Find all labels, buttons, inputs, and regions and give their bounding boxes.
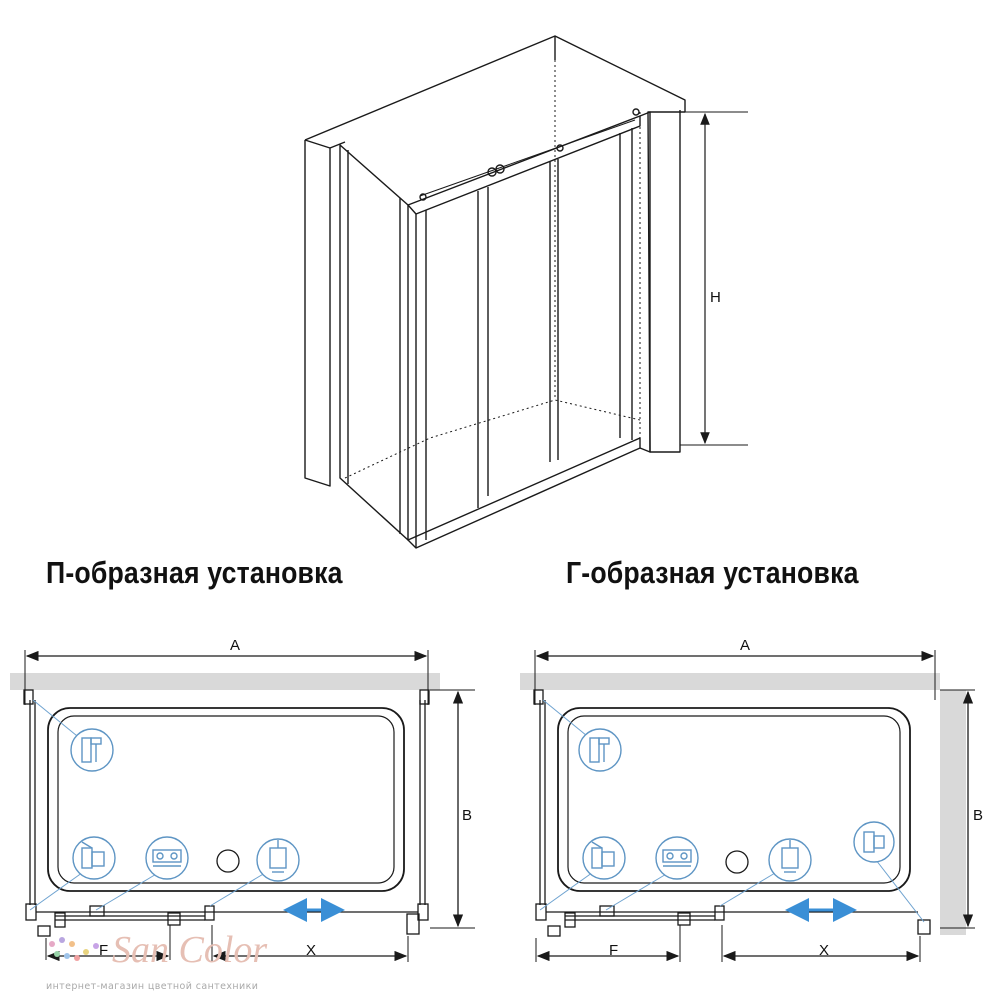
u-fixed-label: F [99, 942, 108, 959]
glass-clamp-icon [72, 836, 116, 880]
wall-profile-icon [578, 728, 622, 772]
height-label: H [710, 289, 721, 306]
u-tray-outer [47, 707, 405, 892]
l-fixed-label: F [609, 942, 618, 959]
caption-l-shape: Г-образная установка [566, 555, 859, 590]
back-wall [304, 35, 686, 453]
brand-logo-dots [49, 937, 99, 961]
l-depth-label: B [973, 807, 983, 824]
watermark-brand: San Color [112, 929, 268, 971]
roller-carriage-icon [655, 836, 699, 880]
u-corner-bracket-tl [23, 689, 34, 705]
l-opening-label: X [819, 942, 829, 959]
u-wall [10, 673, 440, 690]
u-plan [10, 650, 475, 962]
wall-profile-icon [70, 728, 114, 772]
watermark-subtitle: интернет-магазин цветной сантехники [46, 981, 259, 992]
l-width-label: A [740, 637, 750, 654]
l-plan [520, 650, 975, 962]
roller-carriage-icon [419, 108, 640, 201]
u-tray-inner [57, 715, 395, 884]
u-opening-label: X [306, 942, 316, 959]
l-corner-bracket-tl [533, 689, 544, 705]
u-width-label: A [230, 637, 240, 654]
perspective-view [304, 35, 748, 549]
u-depth-label: B [462, 807, 472, 824]
roller-carriage-icon [145, 836, 189, 880]
u-corner-bracket-tr [419, 689, 430, 705]
bottom-rail [407, 437, 641, 549]
door-handle-icon [256, 838, 300, 882]
side-panel [339, 144, 409, 541]
glass-clamp-icon [582, 836, 626, 880]
corner-bracket-icon [853, 821, 895, 863]
l-wall-top [520, 673, 940, 690]
drain-icon [725, 850, 749, 874]
l-wall-right [940, 690, 966, 935]
l-tray-outer [557, 707, 911, 892]
drain-icon [216, 849, 240, 873]
caption-u-shape: П-образная установка [46, 555, 343, 590]
left-wall [304, 140, 346, 487]
door-handle-icon [768, 838, 812, 882]
l-tray-inner [567, 715, 901, 884]
